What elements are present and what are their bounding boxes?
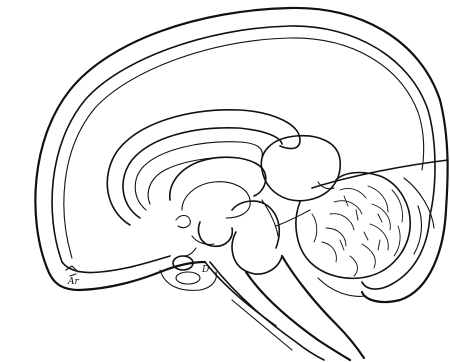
midbrain-outline [232, 201, 279, 248]
pituitary-stalk [184, 248, 196, 256]
pons-outline [232, 232, 282, 274]
label-left-mark: Ar [67, 277, 79, 287]
corpus-callosum-outer [107, 110, 300, 225]
lateral-ventricle-fold [135, 142, 262, 210]
outer-skull-contour [35, 8, 447, 302]
cerebellum-base-line [318, 278, 366, 296]
tentorium-line [312, 160, 448, 188]
spinal-canal-line [210, 262, 324, 360]
thalamus-outline [182, 182, 250, 218]
fornix-curve [170, 157, 266, 200]
cerebral-aqueduct [262, 200, 278, 236]
cerebellum-folia [312, 186, 403, 276]
fourth-ventricle-line [276, 210, 310, 226]
sella-turcica [176, 272, 200, 284]
cortex-inner-line [64, 38, 424, 258]
corpus-callosum-inner [123, 128, 282, 218]
occipital-sinus [414, 206, 421, 254]
superior-colliculus-mass [261, 136, 340, 201]
dura-ventral-line [232, 300, 292, 350]
skull-base-inner [62, 256, 170, 273]
anterior-commissure [176, 216, 190, 228]
hypothalamus-outline [199, 222, 233, 246]
optic-chiasm [192, 236, 214, 245]
